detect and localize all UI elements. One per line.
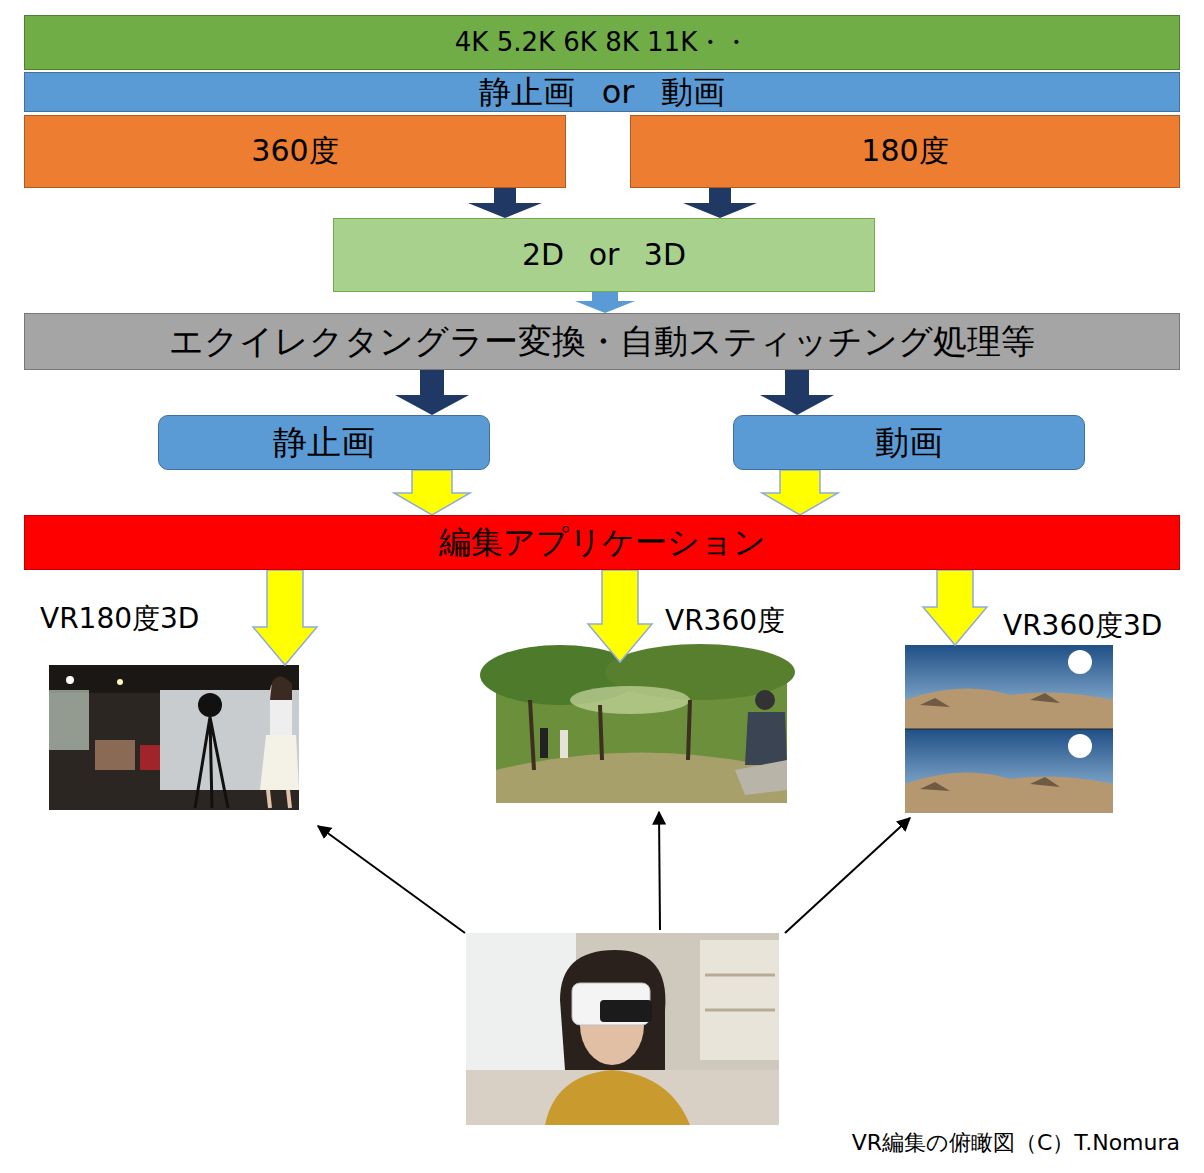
woman-legs	[268, 790, 290, 808]
shelf	[700, 940, 779, 1060]
chairs	[95, 740, 135, 770]
camera	[198, 693, 222, 717]
divider	[905, 729, 1113, 730]
caption: VR編集の俯瞰図（C）T.Nomura	[852, 1130, 1180, 1155]
box-label: 4K 5.2K 6K 8K 11K・・	[455, 28, 749, 58]
photo-ground	[49, 665, 299, 810]
result-photo: VR180度3D	[49, 665, 299, 810]
vr360-3d-photo	[905, 645, 1113, 813]
view-arrow	[785, 818, 910, 933]
block-arrow	[468, 188, 542, 218]
woman-skirt	[260, 735, 299, 790]
sun	[1068, 650, 1092, 674]
output-box: 動画	[733, 415, 1085, 470]
headset-photo	[466, 933, 779, 1125]
box-label: 2D or 3D	[522, 238, 686, 273]
person-body	[745, 712, 787, 765]
box-label: 静止画	[273, 423, 375, 462]
window	[466, 933, 576, 1073]
box-label: 動画	[875, 423, 943, 462]
box-label: 静止画 or 動画	[479, 74, 724, 111]
chairs	[140, 745, 160, 770]
rocks	[920, 693, 1060, 707]
editor-band: 編集アプリケーション	[24, 515, 1180, 570]
block-arrow	[762, 470, 838, 515]
sand	[905, 773, 1113, 813]
block-arrow	[760, 370, 834, 415]
sofa	[466, 1070, 779, 1125]
vr360-photo	[480, 644, 795, 803]
block-arrow	[683, 188, 757, 218]
hair	[560, 950, 665, 1070]
block-arrow	[394, 470, 470, 515]
person-head	[755, 690, 775, 710]
process-band: エクイレクタングラー変換・自動スティッチング処理等	[24, 313, 1180, 370]
shelf-boards	[705, 975, 775, 1010]
wall	[160, 690, 299, 790]
lamp	[117, 679, 123, 685]
headset-strap	[600, 1000, 652, 1022]
vr180-photo	[49, 665, 299, 810]
result-label: VR180度3D	[40, 603, 199, 635]
tripod	[195, 717, 228, 808]
sand	[905, 689, 1113, 729]
box-label: 360度	[251, 134, 338, 169]
result-label: VR360度3D	[1003, 610, 1162, 642]
box-label: 編集アプリケーション	[439, 524, 766, 561]
block-arrow	[588, 570, 652, 662]
media-band: 静止画 or 動画	[24, 72, 1180, 112]
window-light	[49, 690, 89, 750]
view-arrow	[659, 812, 660, 930]
sky	[905, 645, 1113, 729]
resolution-band: 4K 5.2K 6K 8K 11K・・	[24, 15, 1180, 70]
person	[560, 730, 568, 758]
ceiling	[49, 665, 299, 693]
output-box: 静止画	[158, 415, 490, 470]
sky	[905, 729, 1113, 813]
sweater	[545, 1070, 690, 1125]
sky-gap	[570, 686, 690, 714]
rock	[735, 760, 787, 795]
box-label: 180度	[861, 134, 948, 169]
result-photo: VR360度	[496, 662, 787, 803]
person	[540, 728, 548, 758]
box-label: エクイレクタングラー変換・自動スティッチング処理等	[169, 322, 1035, 361]
tree-trunks	[530, 700, 690, 770]
woman-top	[270, 700, 292, 735]
caption-box: VR編集の俯瞰図（C）T.Nomura	[852, 1128, 1180, 1158]
dimension-box: 2D or 3D	[333, 218, 875, 292]
lamp	[66, 676, 74, 684]
block-arrow	[253, 570, 317, 665]
block-arrow	[923, 570, 987, 645]
woman-hair	[270, 676, 292, 700]
angle-box: 180度	[630, 115, 1180, 188]
view-arrows	[318, 812, 910, 933]
sun	[1068, 734, 1092, 758]
path-ground	[496, 753, 787, 804]
angle-box: 360度	[24, 115, 566, 188]
block-arrow	[575, 292, 635, 313]
block-arrow	[395, 370, 469, 415]
result-label: VR360度	[665, 605, 785, 637]
rocks	[920, 777, 1060, 791]
result-photo: VR360度3D	[905, 645, 1113, 813]
view-arrow	[318, 826, 465, 933]
room	[466, 933, 779, 1125]
